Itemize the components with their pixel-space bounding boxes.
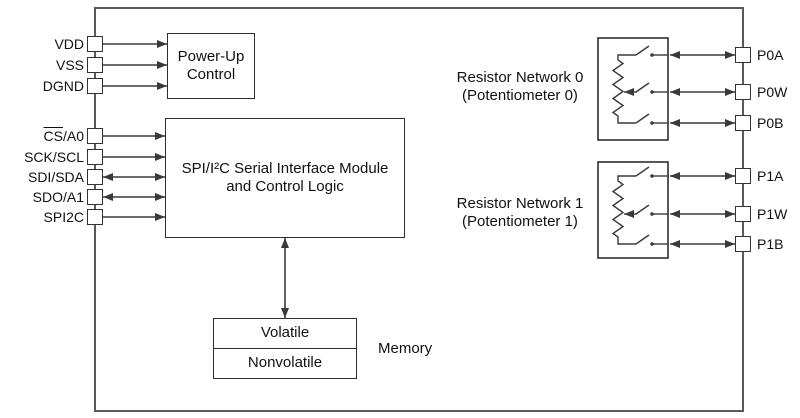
right-pin-wires [670,51,735,248]
memory-block: Volatile Nonvolatile [213,318,357,379]
pin-vdd [87,36,103,52]
pin-p1a [735,168,751,184]
resistor-zigzag-1 [611,175,636,245]
power-up-control-block: Power-Up Control [167,33,255,99]
pin-p0a [735,47,751,63]
pin-p1w [735,206,751,222]
pin-p0w [735,84,751,100]
serial-interface-label-line2: and Control Logic [226,178,344,195]
memory-cell-volatile: Volatile [214,319,356,349]
switch-0w [635,82,650,93]
switch-contact-0w [650,90,654,94]
pin-sck-scl [87,149,103,165]
pin-label-dgnd: DGND [42,78,84,94]
resistor-network-1-symbol [611,166,668,246]
pin-label-p0a: P0A [757,47,784,63]
resistor-network-1-label-line2: (Potentiometer 1) [462,213,578,230]
pin-p1b [735,236,751,252]
resistor-network-1-label-line1: Resistor Network 1 [456,195,584,212]
pin-label-p0b: P0B [757,115,784,131]
memory-label: Memory [378,340,433,357]
pin-label-sck-scl: SCK/SCL [24,149,84,165]
pin-label-vdd: VDD [54,36,84,52]
switch-0a [635,45,650,56]
switch-contact-1b [650,242,654,246]
switch-contact-1a [650,174,654,178]
pin-label-p1b: P1B [757,236,784,252]
resistor-network-0-symbol [611,45,668,125]
switch-1a [635,166,650,177]
pin-label-p1w: P1W [757,206,788,222]
resistor-network-0-label: Resistor Network 0 (Potentiometer 0) [438,69,602,105]
resistor-network-0-label-line2: (Potentiometer 0) [462,87,578,104]
power-up-label-line1: Power-Up [177,48,245,65]
switch-contact-1w [650,212,654,216]
pin-label-p1a: P1A [757,168,784,184]
resistor-zigzag-0 [611,54,636,124]
switch-1w [635,204,650,215]
resistor-network-0-box [597,37,669,141]
resistor-network-1-label: Resistor Network 1 (Potentiometer 1) [438,195,602,231]
switch-1b [635,234,650,245]
pin-label-cs-a0: CS/A0 [43,128,84,144]
serial-interface-label-line1: SPI/I²C Serial Interface Module [181,160,389,177]
pin-spi2c [87,209,103,225]
pin-label-sdo-a1: SDO/A1 [32,189,84,205]
memory-cell-nonvolatile: Nonvolatile [247,354,323,372]
pin-dgnd [87,78,103,94]
switch-contact-0a [650,53,654,57]
pin-p0b [735,115,751,131]
pin-vss [87,57,103,73]
switch-0b [635,113,650,124]
pin-label-p0w: P0W [757,84,788,100]
pin-label-spi2c: SPI2C [43,209,84,225]
pin-label-sdi-sda: SDI/SDA [27,169,84,185]
pin-sdi-sda [87,169,103,185]
pin-sdo-a1 [87,189,103,205]
switch-contact-0b [650,121,654,125]
pin-cs-a0 [87,128,103,144]
serial-interface-block: SPI/I²C Serial Interface Module and Cont… [165,118,405,238]
power-up-label-line2: Control [186,66,236,83]
left-pin-wires [103,40,167,221]
resistor-network-0-label-line1: Resistor Network 0 [456,69,584,86]
pin-label-vss: VSS [55,57,84,73]
